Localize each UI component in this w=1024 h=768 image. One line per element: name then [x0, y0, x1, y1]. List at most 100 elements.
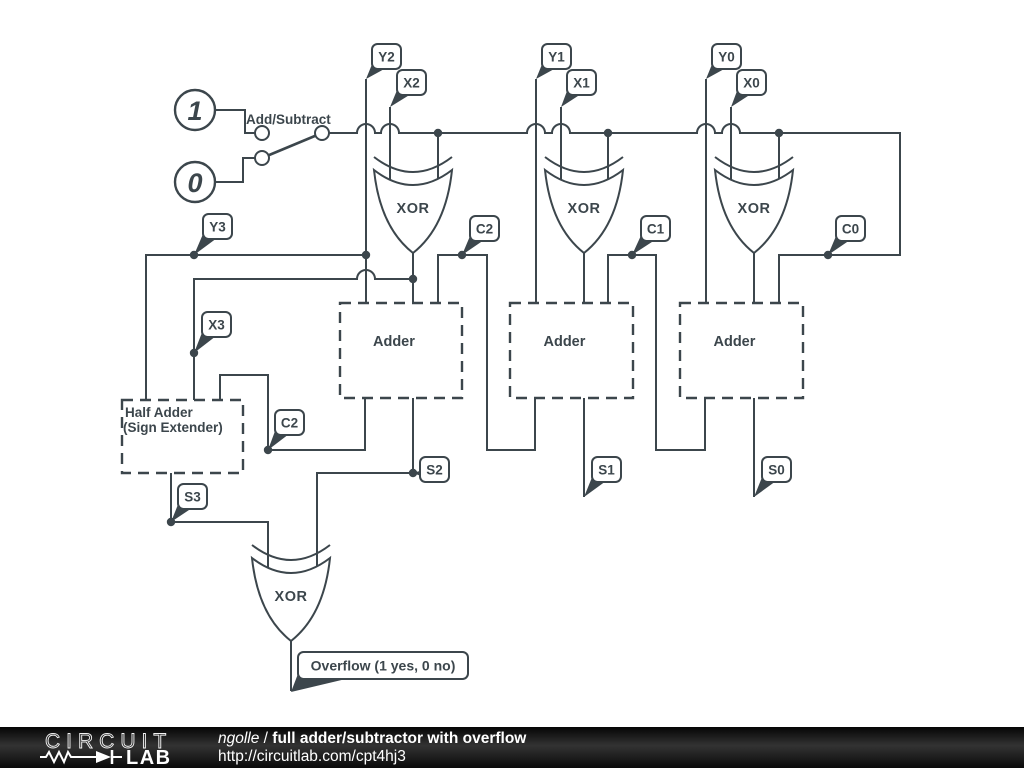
label-s3: S3 — [171, 483, 208, 522]
constant-source-zero: 0 — [173, 160, 217, 204]
half-adder-box — [120, 398, 245, 475]
label-x3-box — [201, 311, 232, 338]
byline-separator: / — [259, 730, 273, 747]
label-c2-bottom: C2 — [268, 409, 305, 450]
label-s0: S0 — [754, 456, 792, 497]
label-y3: Y3 — [194, 213, 233, 255]
y3-wire — [145, 254, 366, 400]
xor-bit0-input-arc — [714, 156, 794, 173]
xor-bit0: XOR — [713, 156, 795, 255]
schematic-url: http://circuitlab.com/cpt4hj3 — [218, 748, 406, 765]
label-x2-text: X2 — [403, 76, 420, 91]
adder-bit1: Adder — [508, 301, 635, 400]
source-zero-value: 0 — [187, 168, 202, 198]
label-s2-box — [419, 456, 450, 483]
c2-carry-wire — [437, 254, 536, 451]
label-y1-text: Y1 — [548, 50, 565, 65]
label-x1: X1 — [561, 69, 597, 107]
adder-bit0: Adder — [678, 301, 805, 400]
circuitlab-footer-bar: CIRCUIT LAB ngolle / full adder/subtract… — [0, 727, 1024, 768]
xor-bit2-input-arc — [373, 156, 453, 173]
label-overflow: Overflow (1 yes, 0 no) — [291, 651, 469, 692]
half-adder-label-line1: Half Adder — [125, 405, 194, 420]
label-y2: Y2 — [366, 43, 402, 79]
s3-wire — [170, 473, 269, 569]
source-zero-wire — [215, 157, 255, 183]
label-s3-box — [177, 483, 208, 510]
label-x3-text: X3 — [208, 318, 225, 333]
xor-overflow-body — [250, 555, 332, 643]
circuitlab-logo: CIRCUIT LAB — [40, 730, 172, 768]
source-one-circle — [173, 88, 217, 132]
junction-dot — [408, 274, 418, 284]
label-y2-box — [371, 43, 402, 70]
switch-contact-common — [314, 125, 330, 141]
constant-source-one: 1 — [173, 88, 217, 132]
label-x1-text: X1 — [573, 76, 590, 91]
label-s2: S2 — [413, 456, 450, 483]
adder-bit1-label: Adder — [544, 334, 586, 350]
label-c0-box — [835, 215, 866, 242]
footer-caption: ngolle / full adder/subtractor with over… — [218, 730, 526, 766]
adder-bit1-box — [508, 301, 635, 400]
half-adder: Half Adder(Sign Extender) — [120, 398, 245, 475]
switch-label: Add/Subtract — [246, 112, 331, 127]
xor-bit0-body — [713, 167, 795, 255]
x3-wire — [193, 269, 413, 400]
label-y1-box — [541, 43, 572, 70]
xor-bit1: XOR — [543, 156, 625, 255]
label-s3-text: S3 — [184, 490, 201, 505]
label-overflow-box — [297, 651, 469, 680]
label-c1-text: C1 — [647, 222, 665, 237]
source-one-value: 1 — [187, 96, 202, 126]
switch-contact-zero — [254, 150, 270, 166]
add-subtract-switch: Add/Subtract — [246, 112, 331, 166]
label-y3-text: Y3 — [209, 220, 226, 235]
source-one-wire — [215, 109, 255, 134]
logo-lab-text: LAB — [126, 747, 172, 768]
label-c1: C1 — [632, 215, 671, 255]
label-y3-box — [202, 213, 233, 240]
label-x2: X2 — [390, 69, 427, 107]
label-y2-text: Y2 — [378, 50, 395, 65]
xor-bit2-label: XOR — [397, 201, 430, 217]
xor-bit1-body — [543, 167, 625, 255]
label-x1-box — [566, 69, 597, 96]
switch-blade — [261, 131, 323, 160]
xor-bit0-label: XOR — [738, 201, 771, 217]
label-x2-box — [396, 69, 427, 96]
junction-dot — [774, 128, 784, 138]
label-y0-box — [711, 43, 742, 70]
label-x0-box — [736, 69, 767, 96]
label-c2-bottom-text: C2 — [281, 416, 298, 431]
label-overflow-text: Overflow (1 yes, 0 no) — [311, 658, 456, 674]
xor-gates: XOR XOR XOR XOR — [250, 156, 795, 643]
adder-bit2-label: Adder — [373, 334, 415, 350]
switch-contact-one — [254, 125, 270, 141]
half-adder-label-line2: (Sign Extender) — [123, 420, 223, 435]
diode-icon — [96, 751, 111, 763]
adder-bit2: Adder — [338, 301, 464, 400]
label-c2-top: C2 — [462, 215, 500, 255]
adder-bit0-box — [678, 301, 805, 400]
label-c0-text: C0 — [842, 222, 859, 237]
adder-bit2-box — [338, 301, 464, 400]
xor-overflow-label: XOR — [275, 589, 308, 605]
label-c0: C0 — [828, 215, 866, 255]
label-s2-text: S2 — [426, 463, 443, 478]
half-adder-carry-wire — [219, 374, 366, 451]
adder-bit0-label: Adder — [714, 334, 756, 350]
logo-circuit-text: CIRCUIT — [45, 730, 172, 753]
label-s0-box — [761, 456, 792, 483]
xor-bit2: XOR — [372, 156, 454, 255]
label-c2-top-text: C2 — [476, 222, 493, 237]
label-x0: X0 — [731, 69, 767, 107]
addsub-bus-wire — [329, 123, 901, 303]
label-s0-text: S0 — [768, 463, 785, 478]
s2-wire — [316, 398, 414, 569]
label-y0: Y0 — [706, 43, 742, 79]
